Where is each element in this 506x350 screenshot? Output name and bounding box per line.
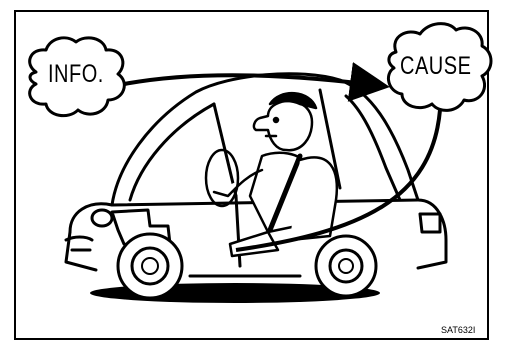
info-cloud-icon [28, 36, 126, 118]
cause-loop-line [235, 109, 442, 252]
front-wheel-icon [116, 232, 184, 300]
info-label: INFO. [48, 60, 104, 89]
mechanic-driver-icon [204, 91, 339, 258]
info-to-cause-arrow [123, 62, 390, 102]
cause-label: CAUSE [400, 52, 472, 81]
rear-wheel-icon [314, 234, 378, 298]
figure-code: SAT632I [441, 325, 476, 335]
